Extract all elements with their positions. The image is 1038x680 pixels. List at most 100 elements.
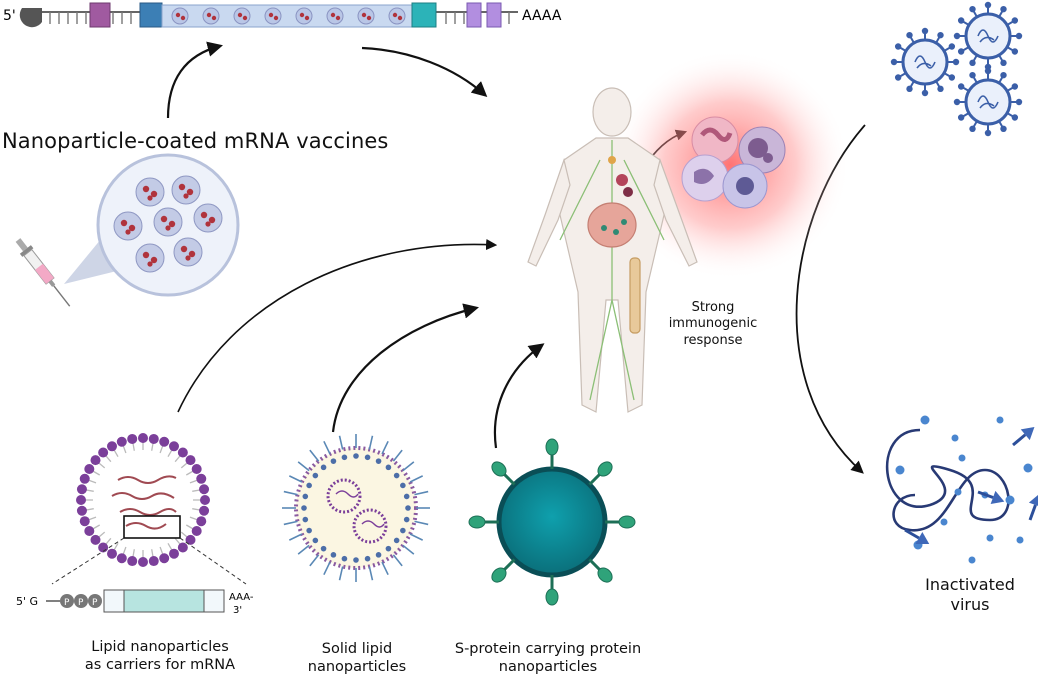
arrow-solid-lipid-to-body [331, 303, 479, 433]
virus-spike-tip [1000, 71, 1007, 79]
peg-chain [288, 533, 303, 541]
rna-fragment [885, 428, 1010, 532]
human-body [527, 87, 698, 413]
surface-lipid [375, 552, 382, 558]
spike-icon [468, 515, 499, 529]
lipid-head [148, 556, 159, 567]
lipid-head [138, 433, 148, 443]
virus-spike-tip [969, 71, 976, 79]
response-label: Strong immunogenic response [648, 300, 778, 349]
lipid-nanoparticle [51, 433, 247, 585]
lipid-head [84, 526, 95, 536]
coding-particle-core [392, 12, 398, 18]
broken-spike-head [1028, 493, 1038, 508]
virus-spike-tip [984, 1, 992, 9]
peg-chain [338, 435, 344, 450]
lipid-head [177, 542, 188, 553]
peg-chain [402, 544, 415, 555]
virus-spike-tip [906, 31, 913, 39]
mrna-payload [120, 219, 128, 227]
virus-spike-tip [921, 89, 929, 97]
mrna-payload [160, 215, 168, 223]
spike-icon [605, 515, 636, 529]
construct-tail-bottom: 3' [233, 605, 242, 616]
solid-lipid-nanoparticle [282, 434, 430, 582]
spleen-icon [623, 187, 633, 197]
zoom-nanoparticles [113, 175, 223, 273]
arrow-vaccine-to-strand [166, 41, 223, 119]
carrier-sprotein-line-2: nanoparticles [498, 659, 598, 676]
mrna-construct: 5' G P P P AAA- 3' [16, 589, 254, 616]
broken-spike-icon [904, 528, 930, 545]
lipid-head [199, 484, 210, 495]
surface-lipid [301, 505, 307, 511]
nanoparticle-icon [171, 175, 201, 205]
lipid-head [116, 436, 127, 447]
virus-spike-tip [1000, 59, 1007, 67]
virus-spike-tip [906, 85, 913, 93]
surface-lipid [341, 555, 348, 562]
carrier-lipid-line-1: Lipid nanoparticles [91, 639, 229, 655]
spike-head [545, 588, 559, 606]
peg-chain [392, 449, 403, 462]
debris-particle [986, 534, 994, 542]
surface-lipid [364, 454, 371, 461]
construct-utr5 [103, 589, 125, 613]
virus-spike-tip [969, 125, 976, 133]
virus-spike-tip [921, 27, 929, 35]
monocyte-icon [681, 154, 729, 202]
virus-spike-tip [1000, 5, 1007, 13]
broken-spike-stalk [1012, 433, 1027, 447]
vaccine-zoom [64, 153, 240, 297]
virus-spike-tip [1015, 32, 1023, 40]
lipid-head [185, 534, 196, 545]
surface-lipid [312, 472, 319, 479]
spike-head [597, 567, 613, 583]
surface-lipid [353, 557, 359, 563]
virus-spike-tip [969, 5, 976, 13]
surface-lipid [353, 453, 359, 459]
lipid-head [98, 447, 109, 458]
nanoparticle-icon [173, 237, 203, 267]
lipid-head [148, 433, 159, 444]
mrna-payload [142, 185, 150, 193]
left-arm [527, 157, 571, 267]
lymph-nodes [601, 219, 627, 235]
coding-particle-core [304, 15, 310, 21]
spike-head [491, 461, 507, 477]
sp-core [496, 466, 608, 578]
coding-region-particles [171, 7, 406, 25]
virus-icon [890, 27, 960, 97]
lipid-head [90, 455, 101, 466]
phosphate-2: P [78, 598, 84, 608]
debris-particle [968, 556, 976, 564]
virus-icon [953, 1, 1023, 71]
mrna-payload [185, 255, 191, 261]
arrow-strand-to-body [361, 46, 488, 98]
spike-icon [545, 438, 559, 469]
broken-spike-head [1020, 427, 1035, 441]
s-protein-nanoparticle [468, 438, 636, 606]
surface-lipid [320, 464, 327, 471]
bone-icon [629, 257, 641, 334]
coding-particle-core [242, 15, 248, 21]
virus-spike-tip [1015, 98, 1023, 106]
utr3-block [411, 2, 437, 28]
nanoparticle-icon [193, 203, 223, 233]
surface-lipid [312, 537, 319, 544]
lipid-head [76, 495, 86, 505]
spike-icon [588, 461, 613, 486]
peg-chain [402, 461, 415, 472]
immune-cells [681, 116, 786, 209]
mrna-payload [178, 183, 186, 191]
peg-chain [283, 520, 298, 526]
lipid-head [116, 553, 127, 564]
debris-particle [895, 465, 905, 475]
peg-chain [297, 461, 310, 472]
mrna-payload [128, 224, 136, 232]
lipid-head [107, 441, 117, 452]
surface-lipid [306, 527, 312, 534]
phosphate-1: P [64, 598, 70, 608]
mrna-payload [165, 225, 171, 231]
lipid-head [199, 505, 210, 516]
